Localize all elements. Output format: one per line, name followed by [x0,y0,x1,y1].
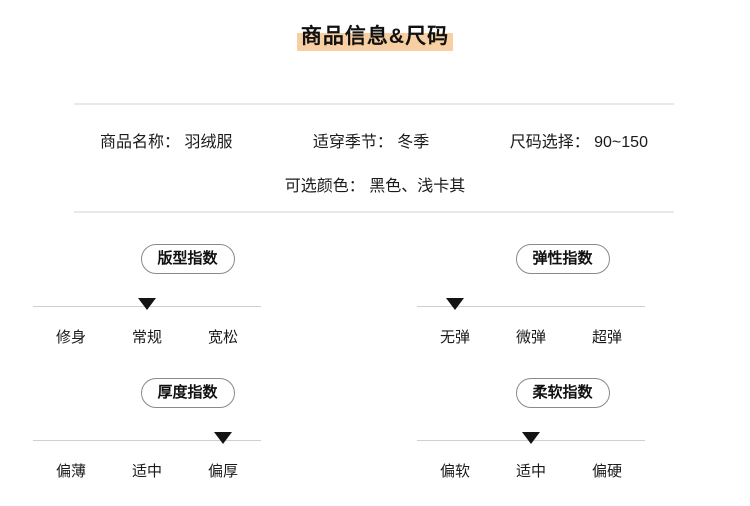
divider-bottom [74,211,674,213]
scale-label: 无弹 [439,329,470,346]
scale-marker-triangle-icon [213,432,232,444]
scale-label: 偏厚 [207,463,238,480]
index-row-bottom: 厚度指数 偏薄 适中 偏厚 柔软指数 偏软 适中 偏硬 [0,372,750,506]
index-block-fit: 版型指数 修身 常规 宽松 [0,238,375,372]
index-pill-fit: 版型指数 [140,244,235,275]
index-pill-elasticity: 弹性指数 [515,244,610,275]
scale-label: 适中 [515,463,546,480]
product-name-field: 商品名称： 羽绒服 [100,134,233,151]
scale-label: 偏薄 [55,463,86,480]
index-block-elasticity: 弹性指数 无弹 微弹 超弹 [375,238,750,372]
index-pill-thickness: 厚度指数 [140,378,235,409]
scale-line [33,440,261,441]
scale-label: 微弹 [515,329,546,346]
scale-label: 修身 [55,329,86,346]
season-field: 适穿季节： 冬季 [312,134,430,151]
scale-labels: 无弹 微弹 超弹 [417,326,645,347]
page-title-container: 商品信息&尺码 [0,22,750,52]
scale-labels: 修身 常规 宽松 [33,326,261,347]
scale-label: 偏软 [439,463,470,480]
index-block-softness: 柔软指数 偏软 适中 偏硬 [375,372,750,506]
scale-marker-triangle-icon [138,298,156,310]
index-pill-softness: 柔软指数 [515,378,610,409]
scale-labels: 偏薄 适中 偏厚 [33,460,261,481]
scale-marker-triangle-icon [445,298,464,310]
scale-label: 偏硬 [591,463,622,480]
index-scale-softness: 偏软 适中 偏硬 [417,432,645,494]
color-options-field: 可选颜色： 黑色、浅卡其 [284,178,466,195]
title-highlight-band [296,33,454,52]
index-block-thickness: 厚度指数 偏薄 适中 偏厚 [0,372,375,506]
scale-line [417,306,645,307]
index-row-top: 版型指数 修身 常规 宽松 弹性指数 无弹 微弹 超弹 [0,238,750,372]
page-title-text: 商品信息&尺码 [300,25,450,48]
divider-top [74,103,674,105]
size-range-field: 尺码选择： 90~150 [509,134,648,151]
index-scale-elasticity: 无弹 微弹 超弹 [417,298,645,360]
scale-label: 宽松 [207,329,238,346]
index-scale-thickness: 偏薄 适中 偏厚 [33,432,261,494]
index-grid: 版型指数 修身 常规 宽松 弹性指数 无弹 微弹 超弹 [0,238,750,506]
scale-label: 常规 [131,329,162,346]
page-title: 商品信息&尺码 [296,22,454,52]
index-scale-fit: 修身 常规 宽松 [33,298,261,360]
scale-labels: 偏软 适中 偏硬 [417,460,645,481]
scale-marker-triangle-icon [522,432,540,444]
product-info-row: 商品名称： 羽绒服 适穿季节： 冬季 尺码选择： 90~150 [74,128,674,152]
scale-label: 超弹 [591,329,622,346]
scale-label: 适中 [131,463,162,480]
